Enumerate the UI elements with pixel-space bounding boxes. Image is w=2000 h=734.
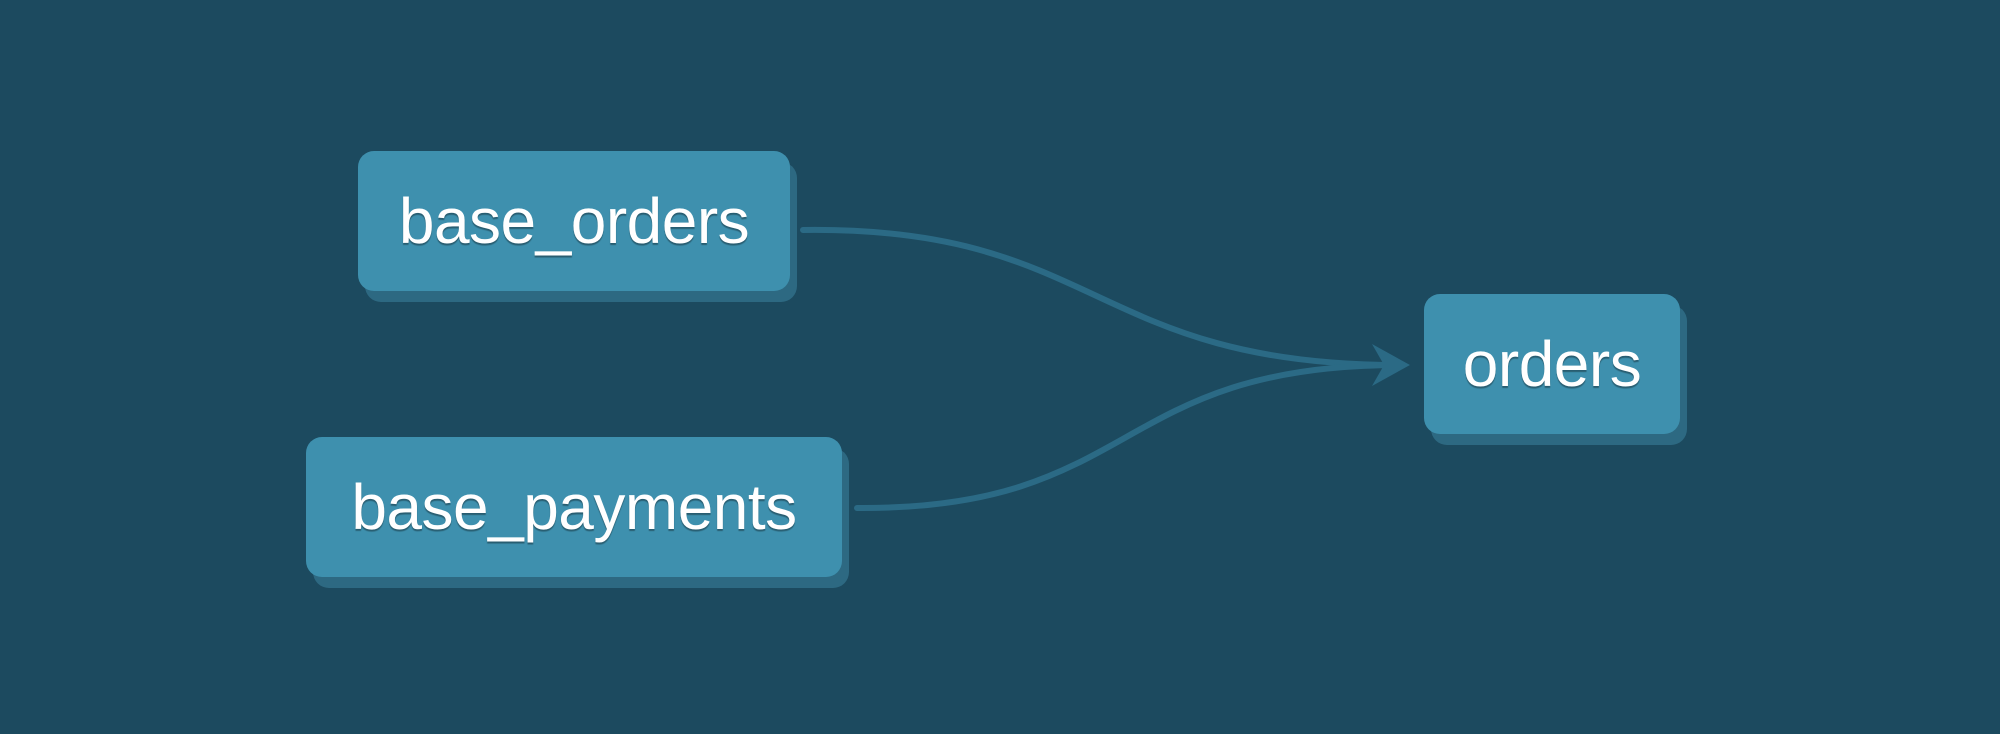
node-orders[interactable]: orders: [1424, 294, 1687, 445]
edge-base-orders-to-orders: [800, 226, 1403, 368]
node-face: [358, 151, 790, 291]
node-label: base_orders: [398, 185, 750, 257]
node-face: [306, 437, 842, 577]
node-base-orders[interactable]: base_orders: [358, 151, 797, 302]
node-base-payments[interactable]: base_payments: [306, 437, 849, 588]
node-label: orders: [1462, 328, 1642, 400]
arrowhead-icon: [1372, 344, 1410, 386]
node-label: base_payments: [351, 471, 797, 543]
edge-base-payments-to-orders: [854, 362, 1403, 512]
node-face: [1424, 294, 1680, 434]
